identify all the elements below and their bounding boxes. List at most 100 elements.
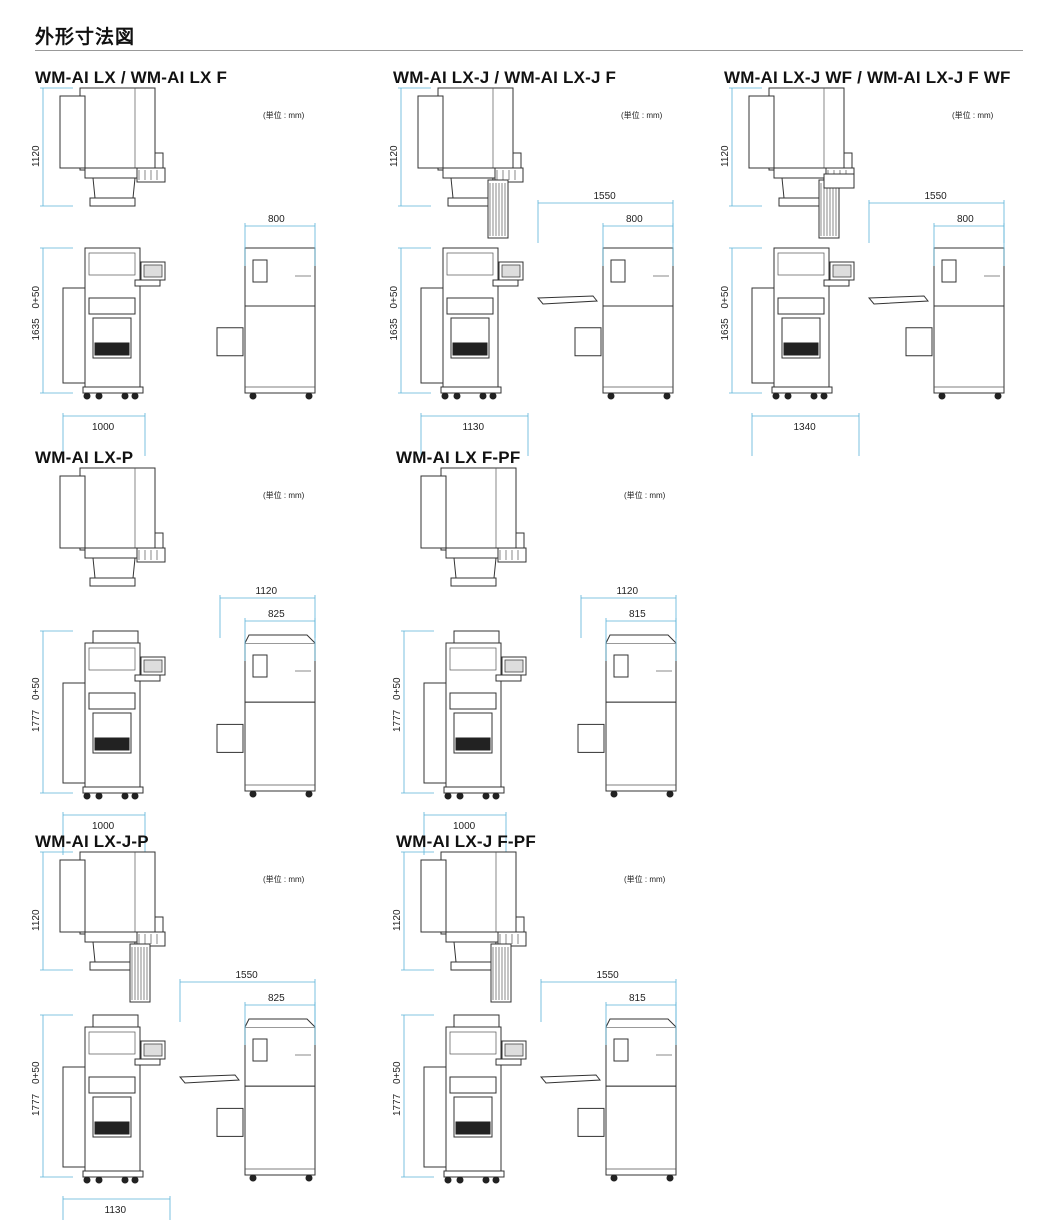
side-view-lower xyxy=(244,305,316,394)
top-view-body xyxy=(440,851,517,935)
caster-wheel xyxy=(131,792,139,800)
caster-wheel xyxy=(95,792,103,800)
front-side-panel xyxy=(62,287,86,384)
front-top-unit xyxy=(453,630,500,644)
caster-wheel xyxy=(131,1176,139,1184)
top-height-dimension-label: 1120 xyxy=(31,145,42,167)
label-conveyor-arm xyxy=(539,1074,601,1084)
caster-wheel xyxy=(444,792,452,800)
caster-wheel xyxy=(83,1176,91,1184)
scale-tray xyxy=(453,557,497,579)
scale-tray xyxy=(92,941,136,963)
top-height-dimension-label: 1120 xyxy=(720,145,731,167)
side-width-outer-dimension-label: 1120 xyxy=(617,586,639,597)
front-height-dimension-label: 1777 xyxy=(31,709,42,732)
top-view-side-panel xyxy=(59,859,86,933)
caster-wheel xyxy=(121,792,129,800)
side-width-outer-dimension-label: 1550 xyxy=(594,191,617,202)
side-width-inner-dimension-label: 815 xyxy=(629,993,646,1004)
side-view-lower xyxy=(244,701,316,792)
caster-wheel xyxy=(83,792,91,800)
caster-wheel xyxy=(305,790,313,798)
caster-wheel xyxy=(83,392,91,400)
top-view-body xyxy=(768,87,845,171)
side-infeed xyxy=(577,723,605,753)
front-height-dimension-label: 1777 xyxy=(392,1093,403,1116)
caster-wheel xyxy=(305,1174,313,1182)
top-height-dimension-label: 1120 xyxy=(389,145,400,167)
caster-wheel xyxy=(131,392,139,400)
caster-wheel xyxy=(441,392,449,400)
caster-wheel xyxy=(305,392,313,400)
side-width-inner-dimension-label: 825 xyxy=(268,609,285,620)
unit-label: (単位 : mm) xyxy=(263,111,305,120)
caster-wheel xyxy=(249,1174,257,1182)
model-name: WM-AI LX-P xyxy=(35,448,134,467)
caster-wheel xyxy=(820,392,828,400)
front-top-unit xyxy=(453,1014,500,1028)
top-view-body xyxy=(79,467,156,551)
front-height-dimension-label: 1635 xyxy=(31,318,42,341)
caster-wheel xyxy=(810,392,818,400)
caster-wheel xyxy=(492,1176,500,1184)
top-view-side-panel xyxy=(59,475,86,549)
unit-label: (単位 : mm) xyxy=(624,875,666,884)
top-view-body xyxy=(79,851,156,935)
unit-label: (単位 : mm) xyxy=(263,875,305,884)
page-title: 外形寸法図 xyxy=(35,27,136,48)
top-view-side-panel xyxy=(59,95,86,169)
model-name: WM-AI LX-J / WM-AI LX-J F xyxy=(393,68,617,87)
scale-tray xyxy=(92,177,136,199)
caster-wheel xyxy=(482,792,490,800)
front-height-dimension-label: 1777 xyxy=(392,709,403,732)
top-view-body xyxy=(437,87,514,171)
front-height-dimension-tolerance: 0+50 xyxy=(31,286,42,309)
caster-wheel xyxy=(482,1176,490,1184)
caster-wheel xyxy=(607,392,615,400)
model-name: WM-AI LX / WM-AI LX F xyxy=(35,68,228,87)
drawing-panel-jwf: WM-AI LX-J WF / WM-AI LX-J F WF(単位 : mm)… xyxy=(720,68,1044,456)
caster-wheel xyxy=(479,392,487,400)
side-top-hood xyxy=(605,1018,677,1028)
front-width-dimension-label: 1130 xyxy=(105,1205,127,1216)
front-side-panel xyxy=(423,682,447,784)
caster-wheel xyxy=(121,1176,129,1184)
top-view-side-panel xyxy=(420,475,447,549)
front-width-dimension-label: 1000 xyxy=(92,422,115,433)
caster-wheel xyxy=(249,790,257,798)
side-width-outer-dimension-label: 1120 xyxy=(256,586,278,597)
side-width-inner-dimension-label: 815 xyxy=(629,609,646,620)
scale-tray xyxy=(450,177,494,199)
front-height-dimension-tolerance: 0+50 xyxy=(31,1061,42,1084)
caster-wheel xyxy=(95,1176,103,1184)
scale-tray xyxy=(92,557,136,579)
front-side-panel xyxy=(751,287,775,384)
caster-wheel xyxy=(610,790,618,798)
side-view-lower xyxy=(244,1085,316,1176)
label-conveyor-arm xyxy=(867,295,929,305)
top-height-dimension-label: 1120 xyxy=(392,909,403,931)
top-view-side-panel xyxy=(417,95,444,169)
side-infeed xyxy=(216,327,244,357)
front-height-dimension-label: 1635 xyxy=(720,318,731,341)
caster-wheel xyxy=(121,392,129,400)
side-width-outer-dimension-label: 1550 xyxy=(597,970,620,981)
caster-wheel xyxy=(456,1176,464,1184)
front-height-dimension-tolerance: 0+50 xyxy=(389,286,400,309)
top-height-dimension-label: 1120 xyxy=(31,909,42,931)
model-name: WM-AI LX-J F-PF xyxy=(396,832,536,851)
front-width-dimension-label: 1340 xyxy=(794,422,817,433)
side-top-hood xyxy=(244,1018,316,1028)
top-view-body xyxy=(440,467,517,551)
side-width-inner-dimension-label: 825 xyxy=(268,993,285,1004)
unit-label: (単位 : mm) xyxy=(621,111,663,120)
side-top-hood xyxy=(244,634,316,644)
caster-wheel xyxy=(610,1174,618,1182)
